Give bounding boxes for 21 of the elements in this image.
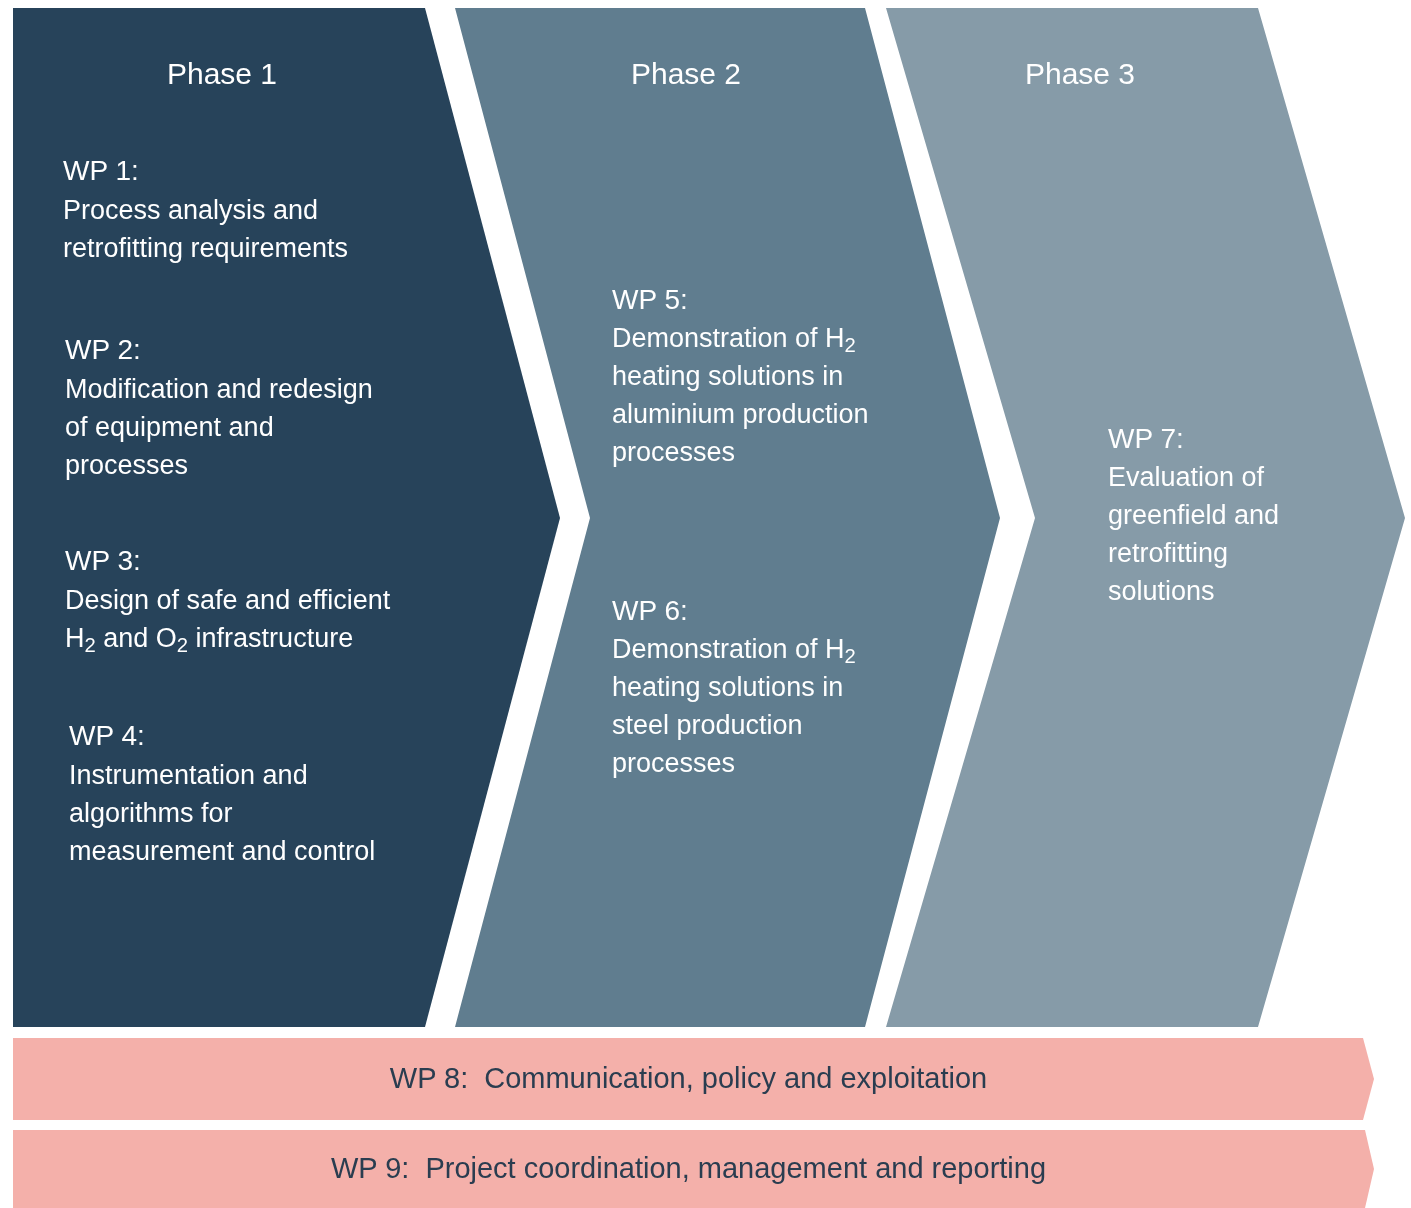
work-package-number: WP 4: — [69, 719, 146, 753]
work-package-description: Evaluation of greenfield and retrofitting solutions — [1108, 461, 1281, 608]
phase-heading: Phase 3 — [1023, 56, 1137, 92]
work-package-description: Communication, policy and exploitation — [484, 1061, 988, 1097]
work-package-description: Project coordination, management and reporting — [425, 1151, 1047, 1187]
work-package-number: WP 6: — [612, 594, 689, 628]
work-package-description: Process analysis and retrofitting requirements — [63, 194, 350, 265]
work-package-description: Instrumentation and algorithms for measurement and control — [69, 759, 377, 868]
work-package-description: Modification and redesign of equipment and processes — [65, 373, 374, 482]
phase-heading: Phase 1 — [165, 56, 279, 92]
work-package-number: WP 2: — [65, 333, 142, 367]
work-package-number: WP 7: — [1108, 422, 1185, 456]
work-package-number: WP 8: — [389, 1061, 469, 1097]
work-package-number: WP 1: — [63, 154, 140, 188]
work-package-number: WP 5: — [612, 283, 689, 317]
phase-heading: Phase 2 — [629, 56, 743, 92]
work-package-description: Demonstration of H$_{2}$ heating solutions in steel production processes — [612, 633, 857, 780]
work-package-number: WP 3: — [65, 544, 142, 578]
work-package-description: Design of safe and efficient H$_{2}$ and O$_{2}$ infrastructure — [65, 584, 392, 657]
work-package-description: Demonstration of H$_{2}$ heating solutions in aluminium production processes — [612, 322, 870, 469]
work-package-number: WP 9: — [330, 1151, 410, 1187]
